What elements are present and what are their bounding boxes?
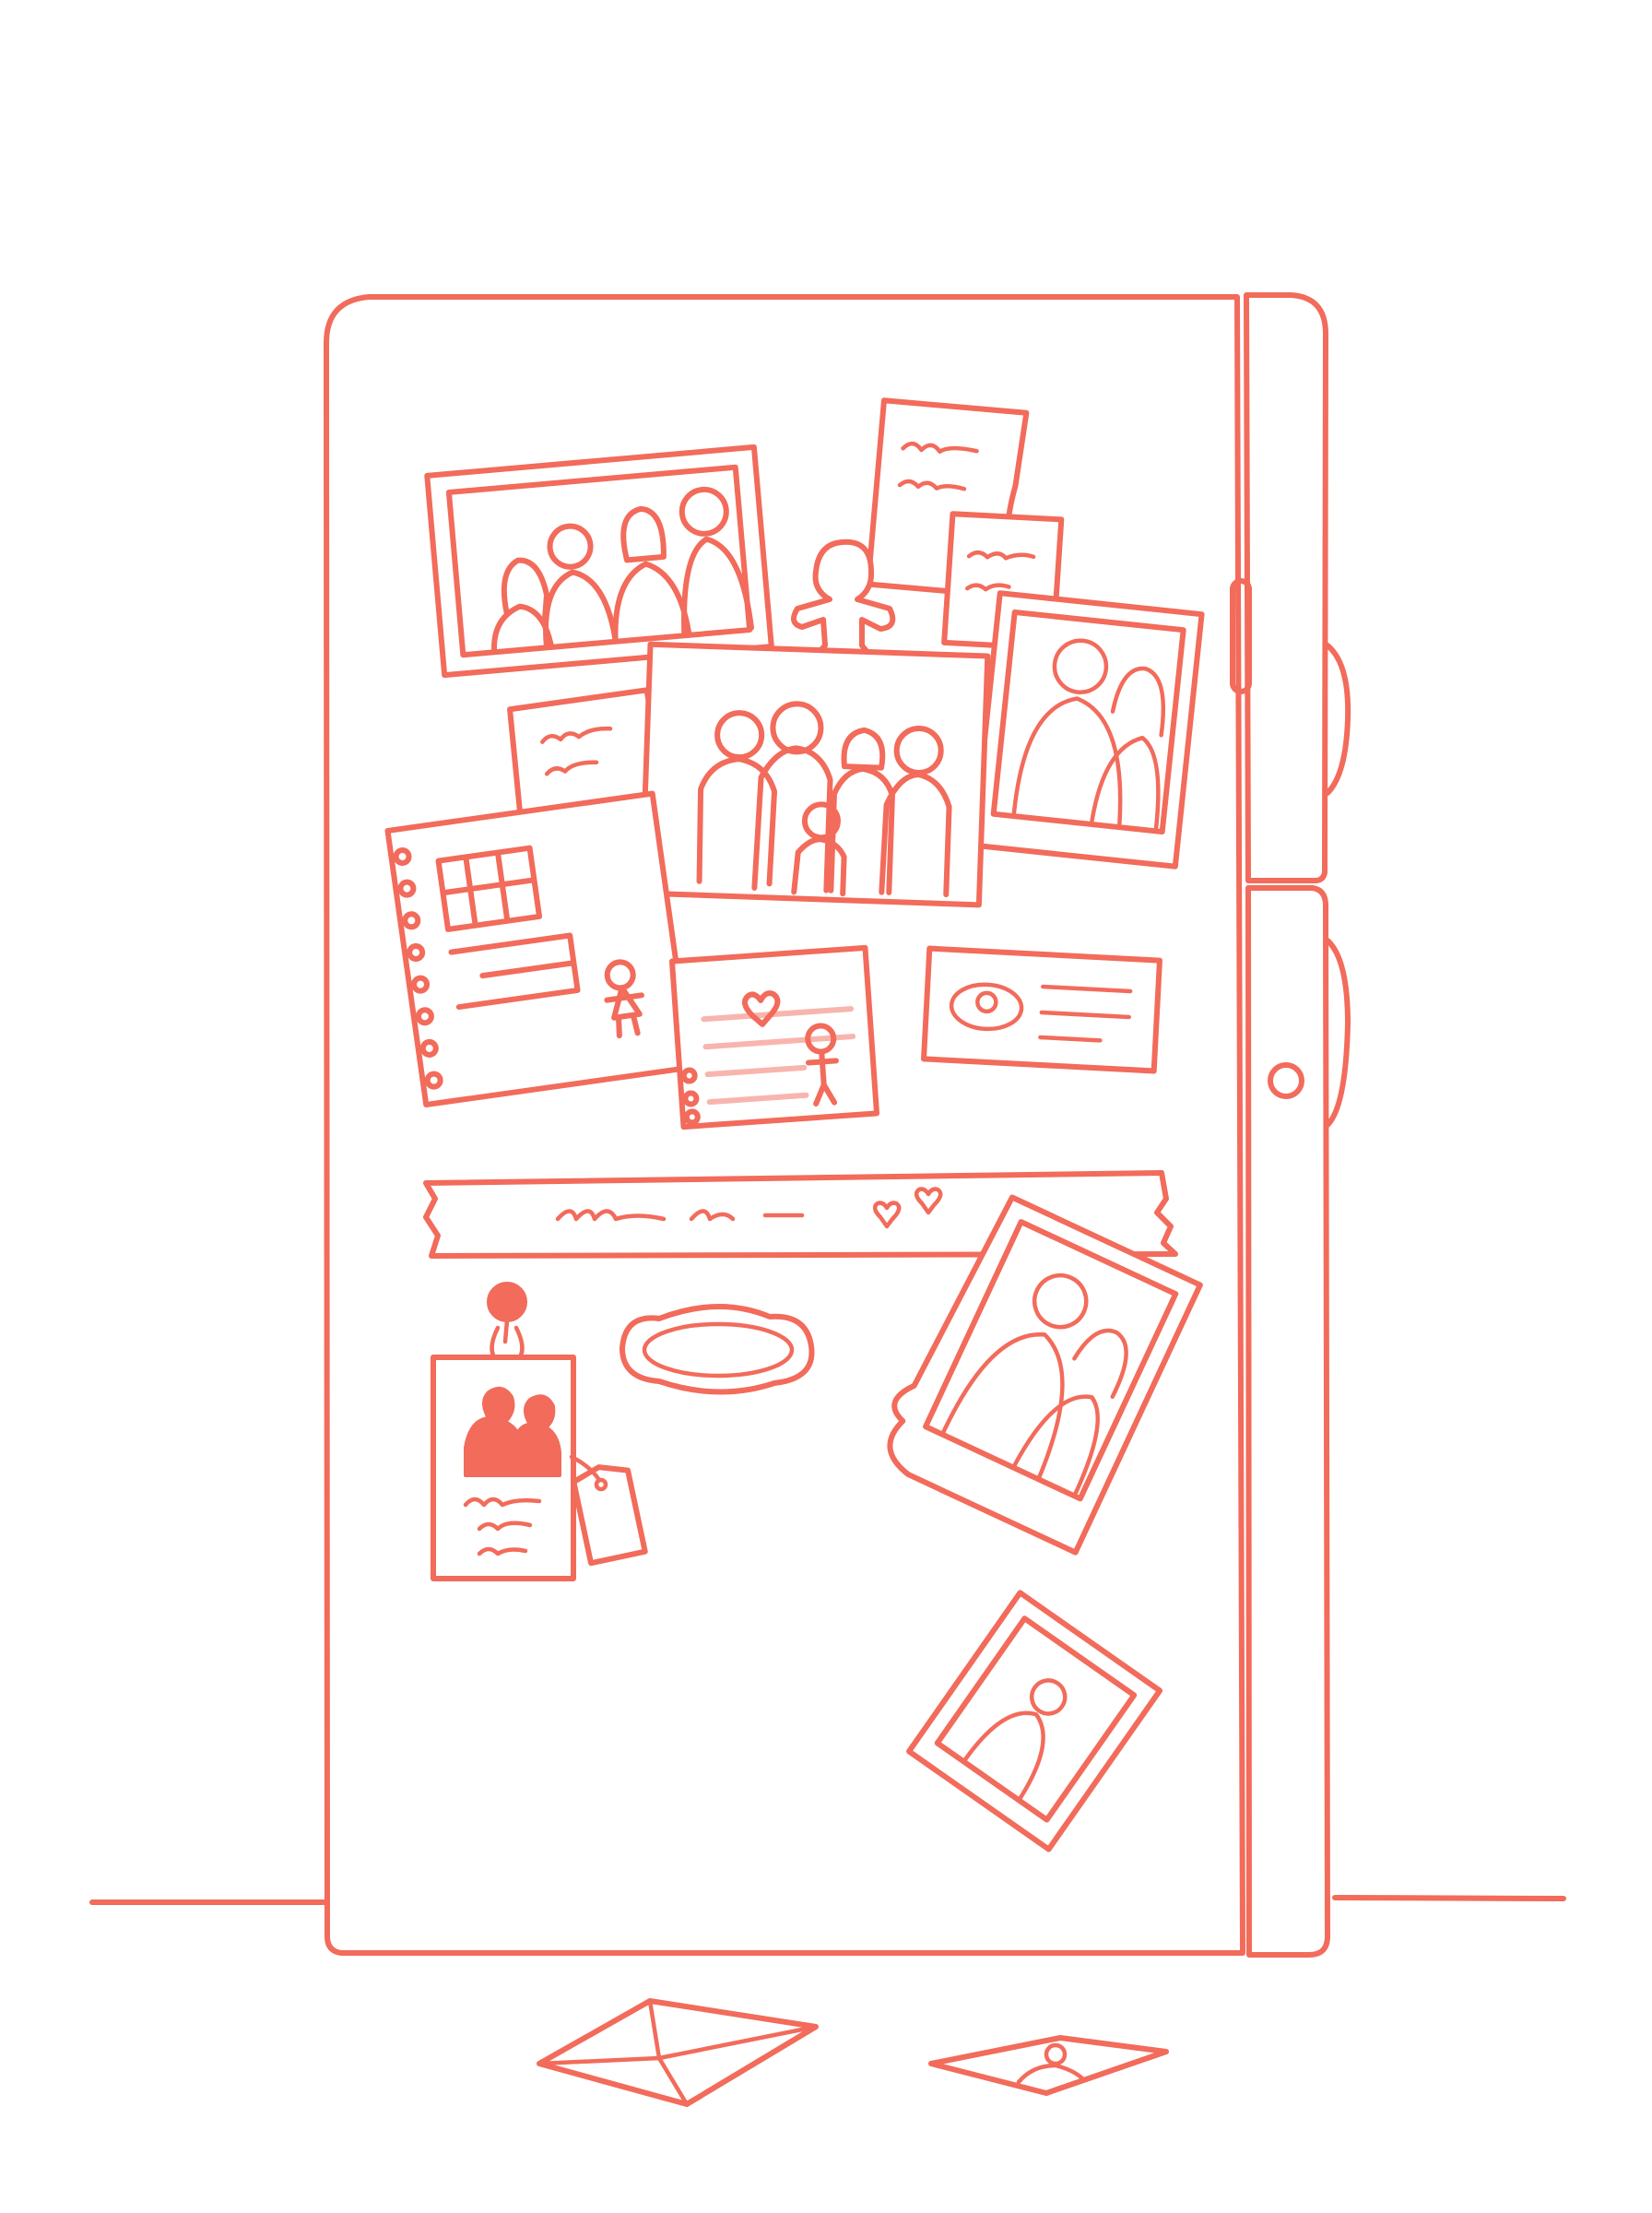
couple-silhouette-icon xyxy=(464,1387,523,1477)
note-icon xyxy=(668,944,880,1130)
portrait-photo-icon xyxy=(906,1590,1163,1852)
card-magnet-icon xyxy=(921,945,1162,1074)
heart-icon xyxy=(914,1187,943,1215)
tag-icon xyxy=(569,1454,648,1567)
tape-banner xyxy=(423,1170,1178,1259)
floor-lines xyxy=(89,1895,1566,1905)
envelope-icon xyxy=(537,1998,819,2107)
couple-photo-icon xyxy=(887,1194,1203,1556)
floor-photo-icon xyxy=(928,2035,1169,2096)
family-photo-icon xyxy=(639,641,991,908)
hanging-tag-icon xyxy=(431,1282,648,1581)
pushpin-icon xyxy=(487,1282,527,1322)
heart-icon xyxy=(872,1201,902,1229)
drawing-notebook-icon xyxy=(384,790,694,1108)
family-photo-icon xyxy=(424,444,774,679)
fridge-icon xyxy=(324,292,1351,1958)
oval-frame-magnet-icon xyxy=(620,1304,815,1395)
couple-photo-icon xyxy=(971,590,1205,870)
heart-icon xyxy=(741,990,781,1027)
